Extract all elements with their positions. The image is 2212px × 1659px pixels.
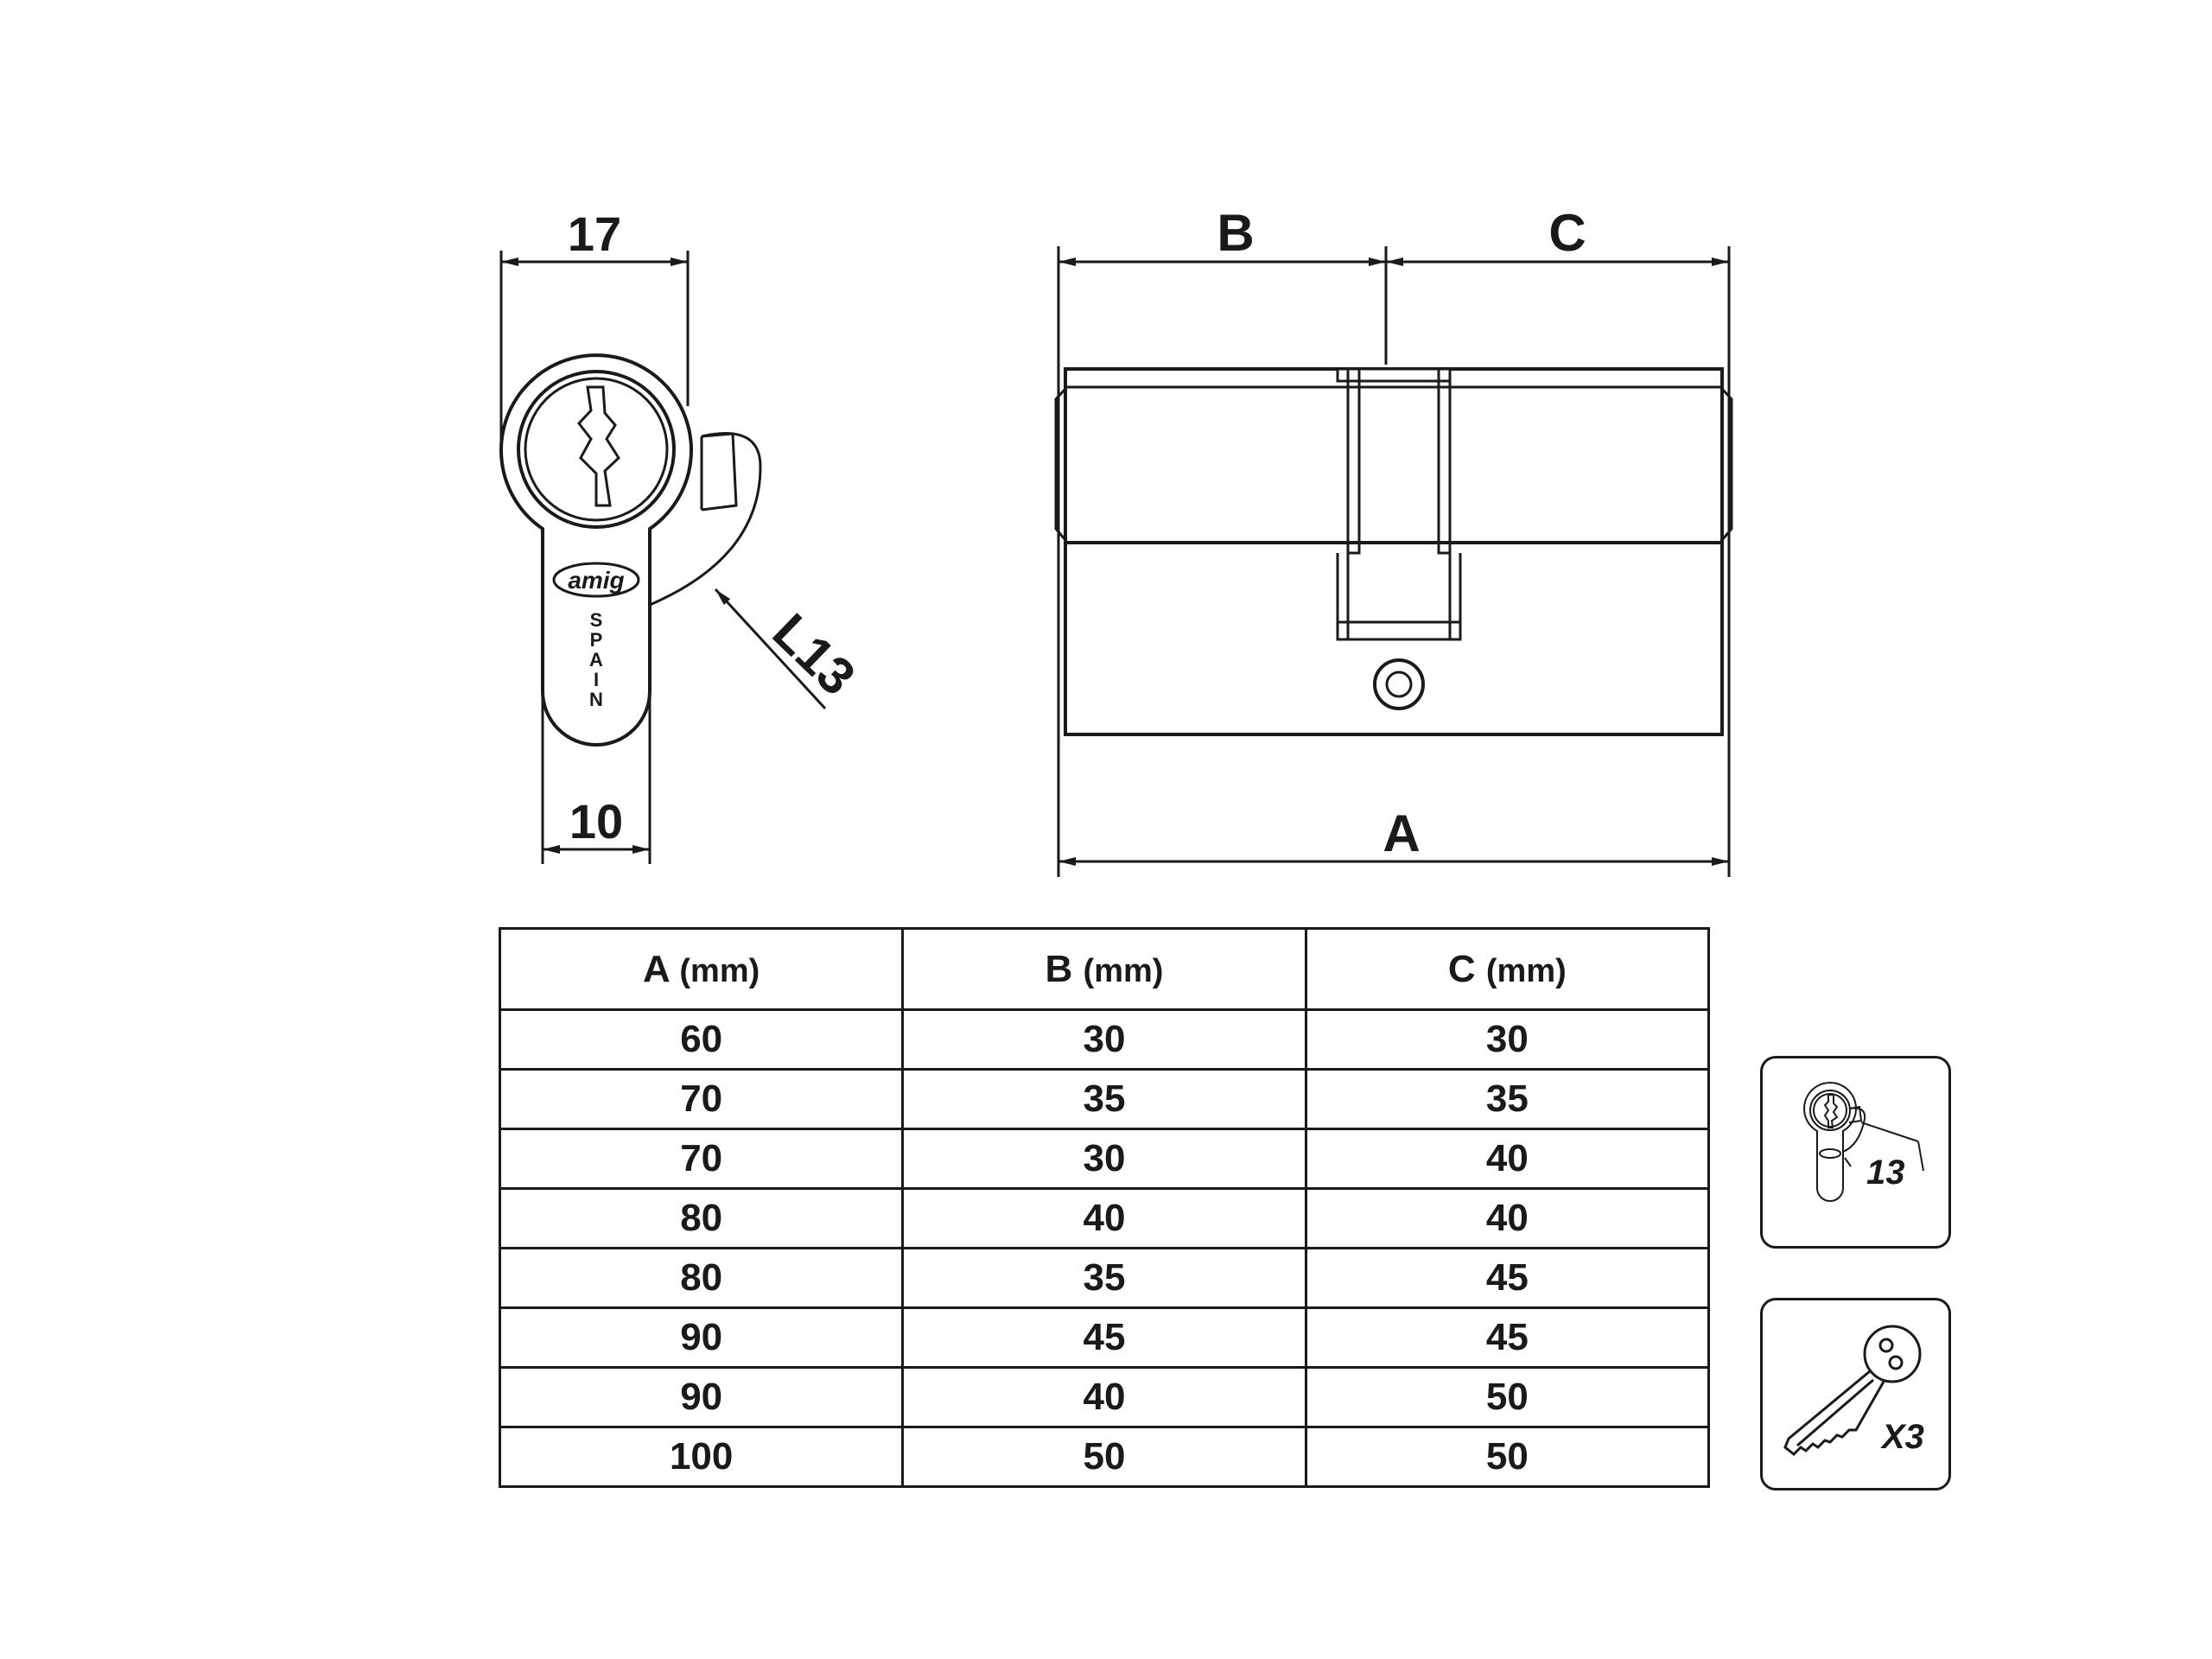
country-letter: S (590, 609, 603, 631)
keys-count-label: X3 (1882, 1418, 1924, 1456)
cell-c: 30 (1304, 1008, 1711, 1071)
cell-c: 50 (1304, 1426, 1711, 1488)
dimension-b-label: B (1217, 204, 1254, 262)
plug-inner-ring (524, 377, 669, 522)
cam-arc (649, 432, 762, 607)
cylinder-body (1064, 367, 1724, 736)
country-letter: N (589, 689, 603, 710)
cell-a: 70 (498, 1068, 905, 1130)
cell-a: 80 (498, 1187, 905, 1249)
brand-logo: amig (568, 567, 624, 594)
cell-a: 90 (498, 1366, 905, 1428)
cylinder-side-view (1054, 246, 1733, 877)
cell-b: 35 (901, 1247, 1307, 1309)
header-a: A (mm) (498, 927, 905, 1011)
header-b: B (mm) (901, 927, 1307, 1011)
cell-c: 35 (1304, 1068, 1711, 1130)
dimension-a-label: A (1382, 804, 1420, 862)
mini-cylinder-icon (1803, 1082, 1924, 1202)
cell-b: 45 (901, 1306, 1307, 1369)
keyway-icon (577, 385, 620, 507)
table-header-row: A (mm) B (mm) C (mm) (498, 927, 1711, 1011)
cylinder-profile-outline (499, 353, 693, 747)
key-icon (1783, 1325, 1922, 1457)
keys-count-badge: X3 (1760, 1298, 1951, 1491)
cell-b: 35 (901, 1068, 1307, 1130)
cell-c: 50 (1304, 1366, 1711, 1428)
cell-c: 45 (1304, 1306, 1711, 1369)
country-letter: P (590, 629, 603, 651)
country-letter: A (589, 649, 603, 671)
cell-a: 70 (498, 1128, 905, 1190)
cam-slot (1336, 553, 1462, 641)
country-stamp: S P A I N (589, 609, 603, 710)
plug-outer-ring (517, 370, 676, 529)
cell-a: 60 (498, 1008, 905, 1071)
dimension-17-label: 17 (568, 207, 621, 261)
brand-logo-oval (552, 562, 640, 598)
fixing-screw-hole (1373, 658, 1425, 710)
cam-size-label: L13 (762, 602, 867, 706)
cam-size-badge-label: 13 (1866, 1154, 1905, 1192)
cell-a: 100 (498, 1426, 905, 1488)
cell-b: 40 (901, 1187, 1307, 1249)
cam-leader-line (714, 588, 827, 710)
cell-c: 40 (1304, 1187, 1711, 1249)
cell-b: 30 (901, 1128, 1307, 1190)
cell-a: 80 (498, 1247, 905, 1309)
header-c: C (mm) (1304, 927, 1711, 1011)
cell-b: 50 (901, 1426, 1307, 1488)
dimension-c-label: C (1548, 204, 1586, 262)
dimension-10-label: 10 (569, 794, 623, 849)
cell-b: 30 (901, 1008, 1307, 1071)
cell-c: 40 (1304, 1128, 1711, 1190)
cell-c: 45 (1304, 1247, 1711, 1309)
cell-a: 90 (498, 1306, 905, 1369)
country-letter: I (594, 669, 599, 690)
cylinder-front-view (499, 251, 827, 864)
cell-b: 40 (901, 1366, 1307, 1428)
cam-size-badge: 13 (1760, 1056, 1951, 1249)
